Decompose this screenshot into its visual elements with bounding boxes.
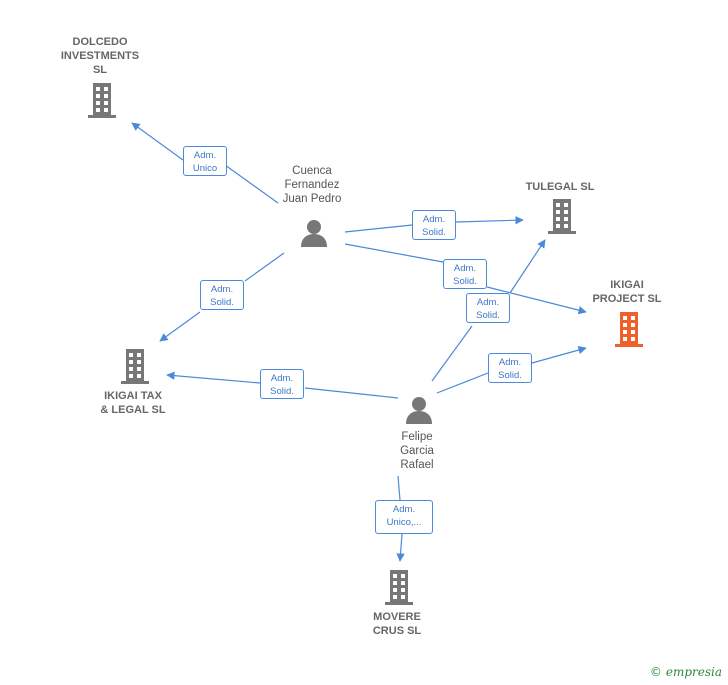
edge-label-cuenca-ikigai-project[interactable]: Adm. Solid. (443, 259, 487, 289)
edge-line-felipe-ikigai-tax (166, 371, 261, 384)
edge-label-cuenca-tulegal[interactable]: Adm. Solid. (412, 210, 456, 240)
building-icon-ikigai-project[interactable] (613, 312, 645, 353)
edge-line-felipe-ikigai-project (436, 372, 489, 394)
company-label-movere[interactable]: MOVERE CRUS SL (372, 611, 422, 637)
empresia-watermark: ©empresia (650, 665, 722, 679)
edge-label-cuenca-dolcedo[interactable]: Adm. Unico (183, 146, 227, 176)
building-icon-movere[interactable] (383, 570, 415, 611)
person-icon-cuenca[interactable] (299, 218, 329, 253)
edge-line-cuenca-tulegal (344, 224, 413, 233)
company-label-ikigai-tax[interactable]: IKIGAI TAX & LEGAL SL (100, 390, 166, 416)
edge-label-felipe-ikigai-project[interactable]: Adm. Solid. (488, 353, 532, 383)
edge-label-felipe-tulegal[interactable]: Adm. Solid. (466, 293, 510, 323)
edge-line-cuenca-ikigai-project (486, 286, 587, 315)
edge-line-cuenca-dolcedo (224, 164, 279, 204)
edge-line-felipe-ikigai-tax (304, 387, 399, 399)
person-label-cuenca[interactable]: Cuenca Fernandez Juan Pedro (282, 165, 342, 205)
person-icon-felipe[interactable] (404, 395, 434, 430)
edge-line-cuenca-ikigai-tax (159, 311, 201, 342)
edge-line-cuenca-tulegal (455, 216, 524, 225)
person-label-felipe[interactable]: Felipe Garcia Rafael (400, 431, 434, 471)
edge-line-cuenca-ikigai-tax (244, 252, 285, 282)
edge-label-felipe-ikigai-tax[interactable]: Adm. Solid. (260, 369, 304, 399)
edge-line-felipe-movere (396, 533, 405, 562)
edge-label-felipe-movere[interactable]: Adm. Unico,... (375, 500, 433, 534)
edge-line-cuenca-dolcedo (131, 122, 184, 161)
edge-line-felipe-movere (397, 475, 401, 501)
company-label-tulegal[interactable]: TULEGAL SL (525, 181, 595, 193)
copyright-symbol: © (649, 665, 662, 679)
building-icon-dolcedo[interactable] (86, 83, 118, 124)
building-icon-tulegal[interactable] (546, 199, 578, 240)
edge-label-cuenca-ikigai-tax[interactable]: Adm. Solid. (200, 280, 244, 310)
edge-line-felipe-ikigai-project (531, 345, 587, 364)
edge-line-felipe-tulegal (431, 325, 473, 382)
company-label-dolcedo[interactable]: DOLCEDO INVESTMENTS SL (60, 36, 140, 76)
company-label-ikigai-project[interactable]: IKIGAI PROJECT SL (592, 279, 662, 305)
building-icon-ikigai-tax[interactable] (119, 349, 151, 390)
watermark-text: empresia (665, 665, 722, 679)
edge-line-felipe-tulegal (509, 239, 546, 294)
edge-line-cuenca-ikigai-project (344, 243, 444, 263)
